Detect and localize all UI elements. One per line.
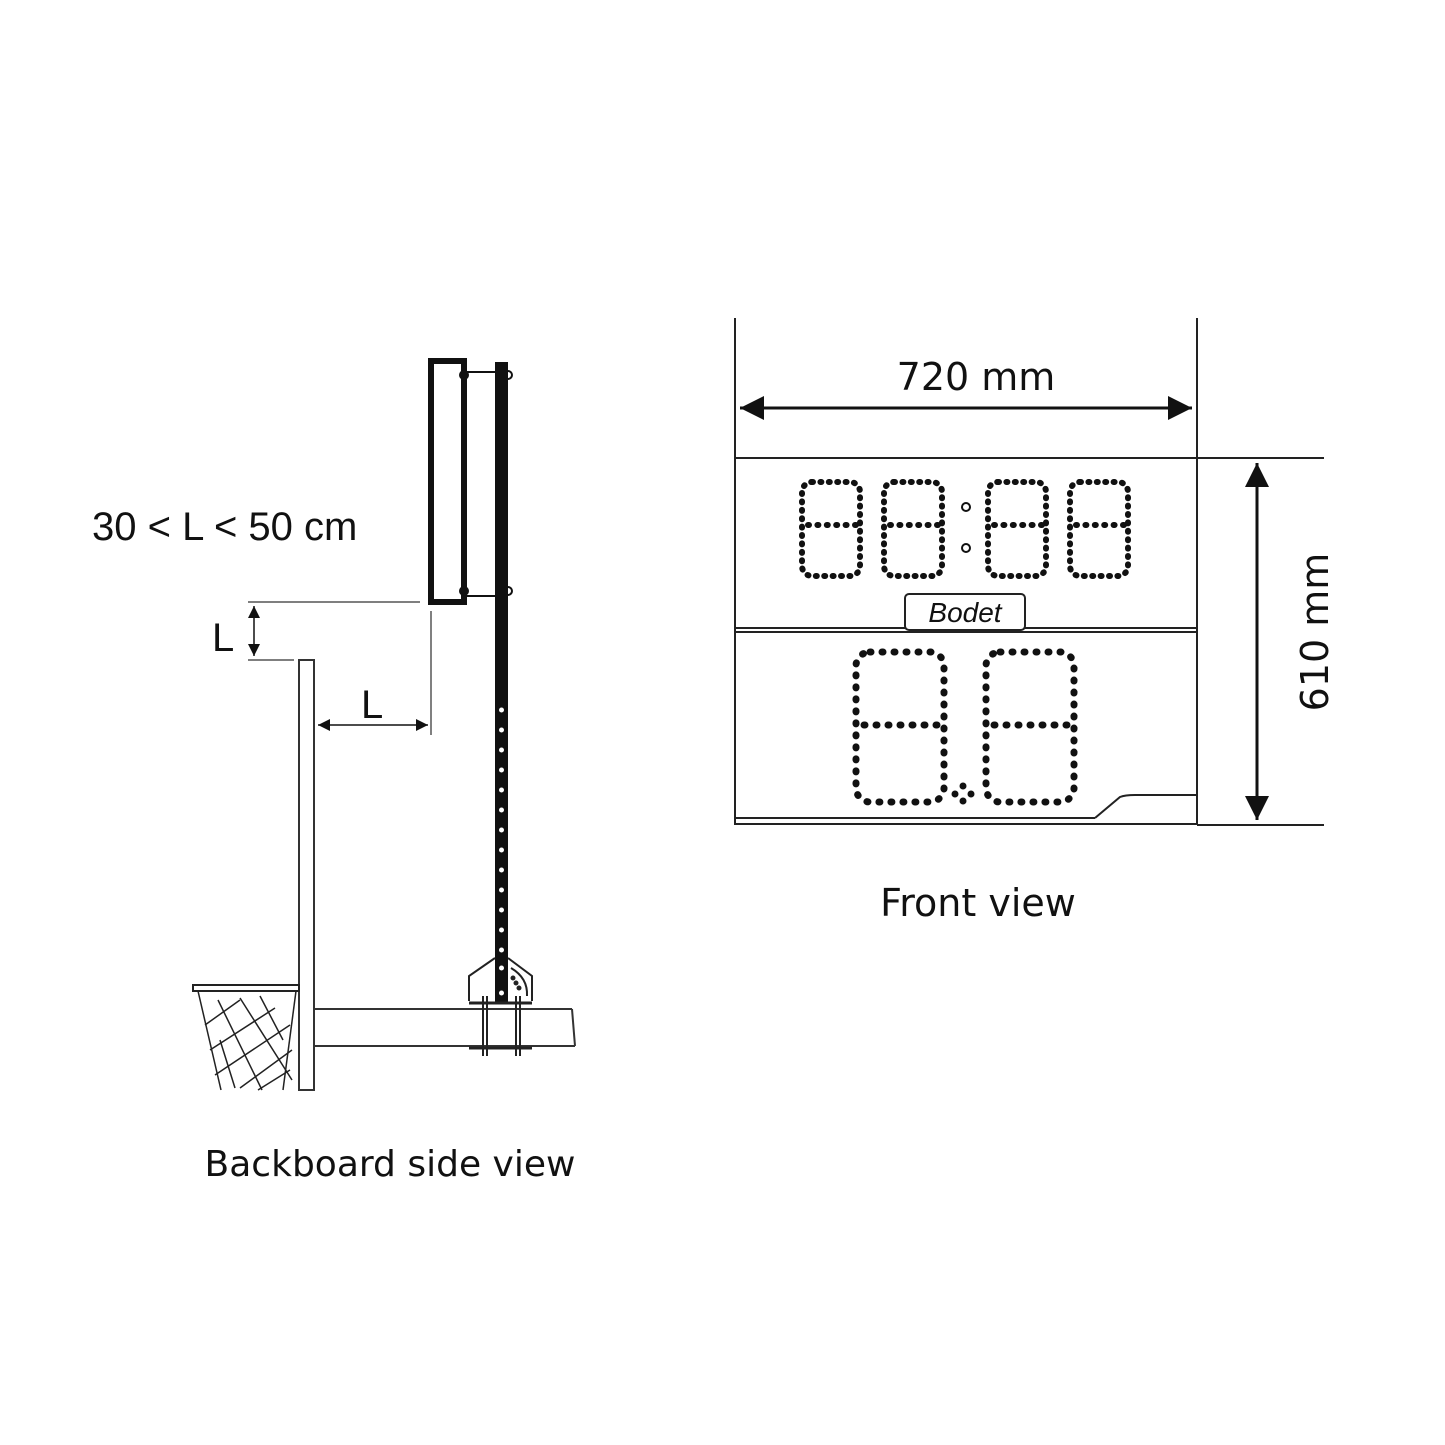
range-label: 30 < L < 50 cm bbox=[92, 505, 357, 549]
height-label: 610 mm bbox=[1293, 553, 1337, 712]
width-dimension bbox=[734, 318, 1198, 825]
lower-display bbox=[852, 648, 1078, 806]
digit-6 bbox=[982, 648, 1078, 806]
mounting-mast bbox=[495, 362, 508, 1002]
backboard bbox=[298, 659, 315, 1091]
dimension-lines bbox=[248, 601, 432, 735]
digit-4 bbox=[1067, 479, 1131, 579]
front-view-caption: Front view bbox=[880, 881, 1076, 925]
bodet-logo: Bodet bbox=[904, 593, 1026, 631]
vertical-dim-label: L bbox=[212, 616, 234, 660]
height-dimension bbox=[1197, 457, 1324, 826]
horizontal-dim-label: L bbox=[361, 683, 383, 727]
digit-5 bbox=[852, 648, 948, 806]
basketball-hoop bbox=[192, 984, 300, 1091]
decimal-point bbox=[951, 782, 975, 805]
support-beam bbox=[314, 1008, 576, 1047]
side-view: 30 < L < 50 cm bbox=[92, 358, 576, 1185]
digit-2 bbox=[881, 479, 945, 579]
upper-display bbox=[799, 479, 1131, 579]
front-view: 720 mm 610 mm Bodet bbox=[734, 318, 1337, 925]
width-label: 720 mm bbox=[897, 355, 1056, 399]
mounting-bracket bbox=[468, 957, 533, 1056]
digit-3 bbox=[985, 479, 1049, 579]
side-view-caption: Backboard side view bbox=[205, 1144, 576, 1185]
digit-1 bbox=[799, 479, 863, 579]
brand-label: Bodet bbox=[928, 597, 1002, 628]
